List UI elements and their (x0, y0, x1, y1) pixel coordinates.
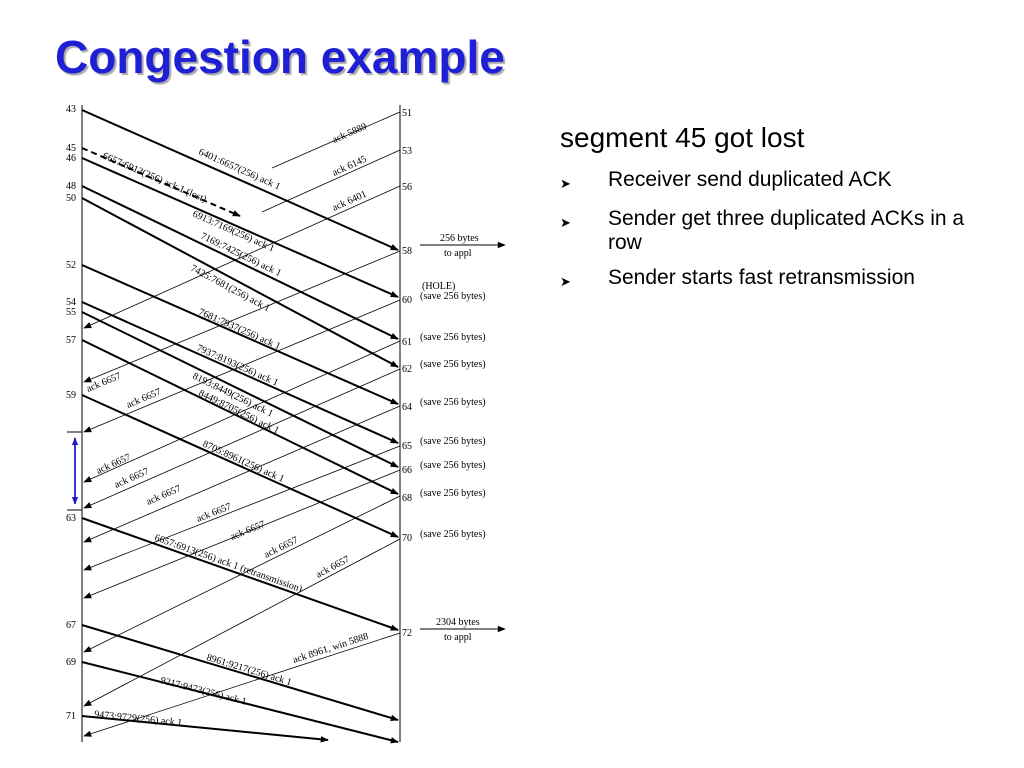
ack-label: ack 6657 (95, 452, 133, 477)
ack-label: ack 6657 (195, 501, 233, 525)
bullet-text: Receiver send duplicated ACK (608, 168, 892, 191)
segment-arrow (81, 301, 399, 444)
save-label: (save 256 bytes) (420, 488, 486, 499)
ack-label: ack 6657 (85, 371, 123, 395)
segment-arrow (81, 109, 399, 251)
segment-arrow (81, 661, 399, 744)
sender-time-label: 50 (66, 193, 76, 204)
save-label: (save 256 bytes) (420, 291, 486, 302)
segment-label: 7681:7937(256) ack 1 (197, 307, 282, 353)
slide-title: Congestion example (55, 31, 505, 83)
arrowhead-bullet-icon: ➤ (560, 274, 571, 289)
arrowhead-bullet-icon: ➤ (560, 176, 571, 191)
receiver-time-label: 68 (402, 493, 412, 504)
ack-arrow (83, 445, 401, 571)
segment-arrow (81, 339, 399, 495)
segment-label: 8961:9217(256) ack 1 (205, 652, 293, 688)
tcp-timeline-diagram: 43 45 46 48 50 52 54 55 57 59 63 67 69 7… (66, 104, 506, 744)
sender-time-label: 59 (66, 390, 76, 401)
segment-arrow (81, 185, 399, 340)
receiver-time-label: 56 (402, 182, 412, 193)
ack-arrow (83, 368, 401, 509)
receiver-time-label: 65 (402, 441, 412, 452)
sender-time-label: 45 (66, 143, 76, 154)
bullet-text: Sender get three duplicated ACKs in a ro… (608, 207, 965, 254)
ack-arrow (271, 111, 401, 169)
receiver-time-label: 53 (402, 146, 412, 157)
ack-label: ack 6657 (145, 483, 183, 507)
retransmission-arrow (81, 517, 399, 631)
save-label: (save 256 bytes) (420, 529, 486, 540)
receiver-time-label: 51 (402, 108, 412, 119)
ack-label: ack 6657 (262, 535, 299, 561)
sender-time-label: 54 (66, 297, 76, 308)
ack-arrow (83, 405, 401, 543)
receiver-time-label: 61 (402, 337, 412, 348)
segment-arrow (81, 624, 399, 721)
to-appl-label: to appl (444, 632, 472, 643)
ack-arrow (83, 185, 401, 329)
save-label: (save 256 bytes) (420, 460, 486, 471)
sender-time-label: 48 (66, 181, 76, 192)
ack-label: ack 6401 (331, 189, 369, 214)
ack-arrow (83, 340, 401, 483)
ack-label: ack 8961, win 5888 (292, 631, 370, 666)
receiver-time-label: 60 (402, 295, 412, 306)
segment-label: 9217:9473(256) ack 1 (159, 675, 247, 707)
hole-label: (HOLE) (422, 281, 455, 292)
sender-time-label: 69 (66, 657, 76, 668)
segment-arrow (81, 715, 329, 743)
bullet-text: Sender starts fast retransmission (608, 266, 915, 289)
sender-time-label: 55 (66, 307, 76, 318)
ack-arrow (261, 149, 401, 213)
sender-time-label: 43 (66, 104, 76, 115)
sender-time-label: 71 (66, 711, 76, 722)
bullet-item: ➤ Sender get three duplicated ACKs in a … (560, 207, 1000, 255)
ack-label: ack 5889 (331, 121, 369, 146)
sender-time-label: 57 (66, 335, 76, 346)
receiver-time-label: 64 (402, 402, 412, 413)
ack-label: ack 6145 (331, 154, 369, 179)
receiver-time-label: 58 (402, 246, 412, 257)
receiver-time-label: 70 (402, 533, 412, 544)
ack-arrow (83, 495, 401, 653)
sender-time-label: 63 (66, 513, 76, 524)
lead-text: segment 45 got lost (560, 122, 805, 153)
receiver-time-label: 62 (402, 364, 412, 375)
to-appl-bytes: 2304 bytes (436, 617, 480, 628)
receiver-time-label: 66 (402, 465, 412, 476)
save-label: (save 256 bytes) (420, 397, 486, 408)
sender-time-label: 67 (66, 620, 76, 631)
ack-arrow (83, 299, 401, 433)
save-label: (save 256 bytes) (420, 332, 486, 343)
to-appl-bytes: 256 bytes (440, 233, 479, 244)
arrowhead-bullet-icon: ➤ (560, 215, 571, 230)
save-label: (save 256 bytes) (420, 359, 486, 370)
segment-arrow (81, 311, 399, 468)
segment-label: 9473:9729(256) ack 1 (94, 709, 183, 729)
segment-label: 8705:8961(256) ack 1 (201, 439, 286, 485)
save-label: (save 256 bytes) (420, 436, 486, 447)
segment-label: 6401:6657(256) ack 1 (197, 147, 282, 193)
ack-arrow (83, 469, 401, 599)
lost-segment-arrow (81, 147, 241, 217)
bullet-item: ➤ Receiver send duplicated ACK (560, 168, 1000, 196)
segment-arrow (81, 264, 399, 405)
segment-arrow (81, 394, 399, 538)
ack-arrow (83, 632, 401, 737)
explanation-panel: segment 45 got lost ➤ Receiver send dupl… (560, 122, 1000, 305)
sender-time-label: 46 (66, 153, 76, 164)
ack-label: ack 6657 (229, 519, 267, 543)
segment-arrow (81, 197, 399, 368)
to-appl-label: to appl (444, 248, 472, 259)
sender-time-label: 52 (66, 260, 76, 271)
receiver-time-label: 72 (402, 628, 412, 639)
ack-arrow (83, 250, 401, 383)
ack-arrow (83, 538, 401, 707)
bullet-item: ➤ Sender starts fast retransmission (560, 266, 1000, 294)
